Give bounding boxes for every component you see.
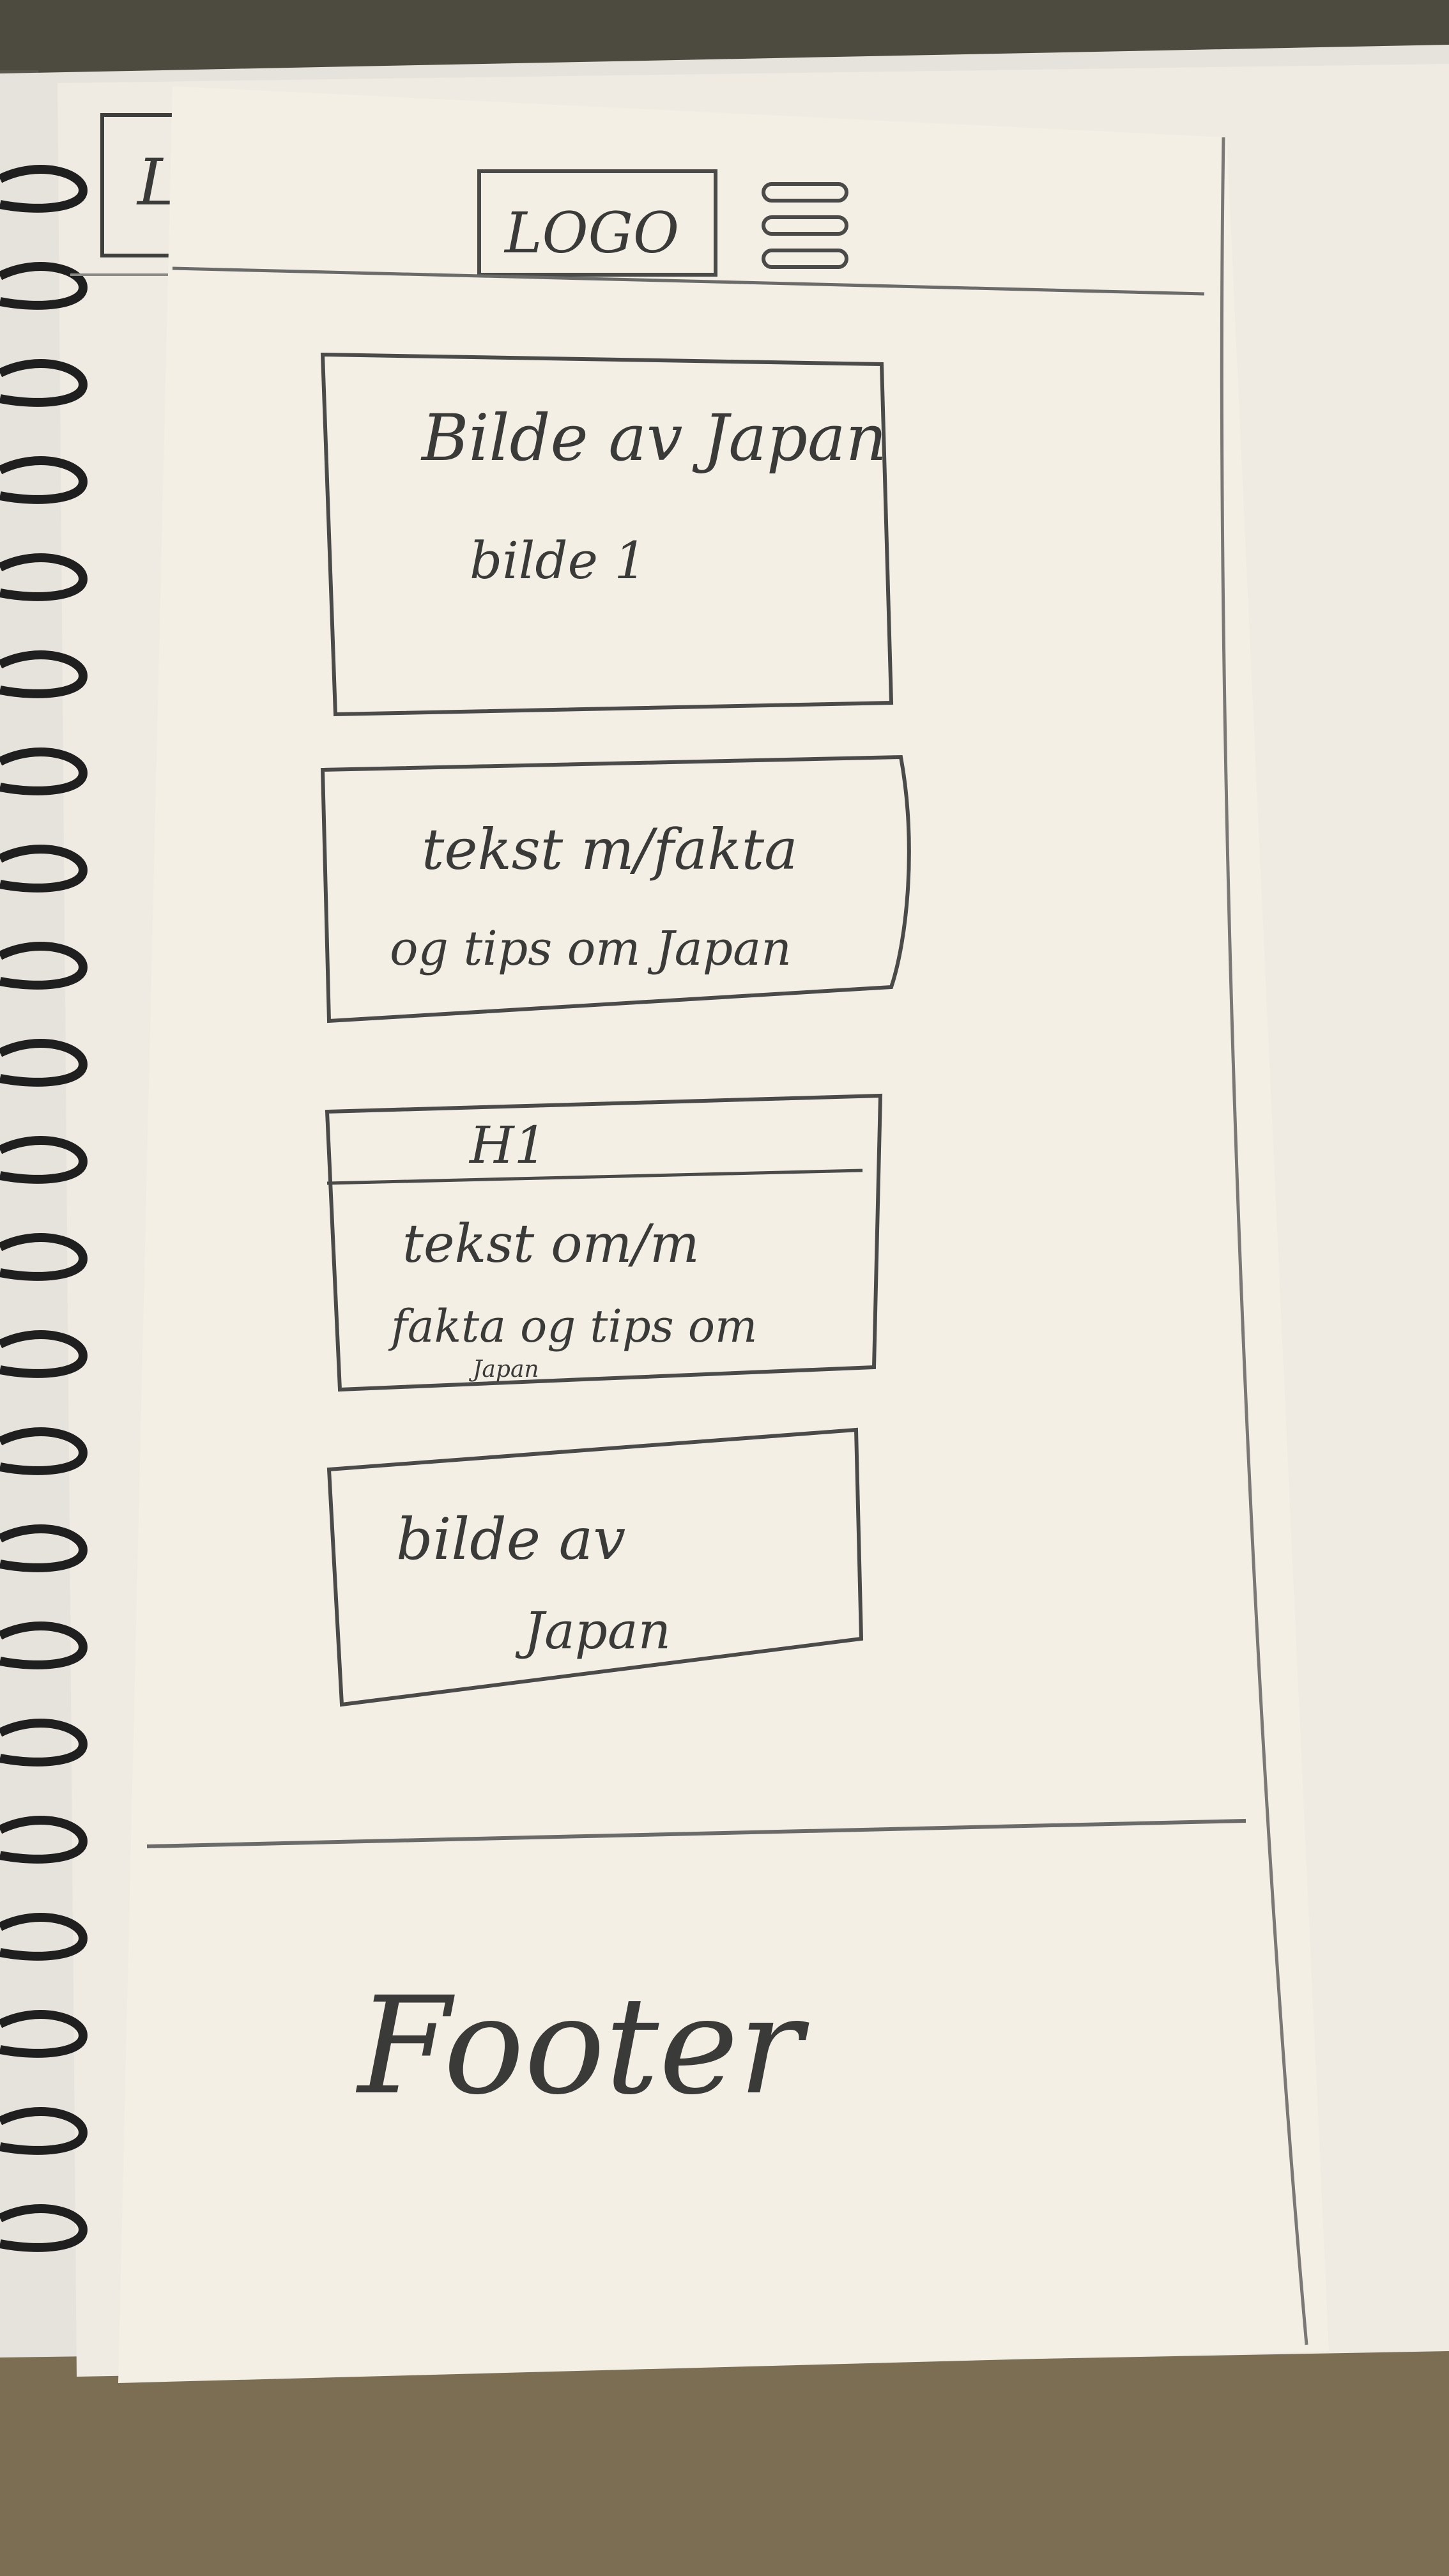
spiral-ring [0,1719,88,1767]
spiral-ring [0,650,88,698]
spiral-ring [0,2204,88,2252]
spiral-ring [0,262,88,310]
card-3-heading: H1 [468,1116,547,1175]
spiral-ring [0,1330,88,1378]
spiral-ring [0,1233,88,1281]
logo-box [477,169,717,277]
footer-label: Footer [355,1968,809,2124]
main-sheet [118,86,1329,2383]
spiral-ring [0,1427,88,1475]
card-2-line-2: og tips om Japan [390,921,792,976]
spiral-ring [0,1816,88,1864]
footer-divider [146,1819,1246,1848]
card-4: bilde av Japan [326,1427,864,1707]
card-2-line-1: tekst m/fakta [422,816,798,882]
card-1-line-2: bilde 1 [470,531,647,590]
spiral-ring [0,942,88,990]
card-3: H1 tekst om/m fakta og tips om Japan [325,1093,883,1392]
spiral-ring [0,456,88,504]
spiral-ring [0,1136,88,1184]
spiral-ring [0,747,88,795]
spiral-ring [0,1039,88,1087]
logo-label: LOGO [503,200,679,266]
spiral-ring [0,2010,88,2058]
spiral-ring [0,1913,88,1961]
spiral-binding [0,165,88,2252]
spiral-ring [0,2107,88,2155]
card-4-line-2: Japan [515,1601,671,1660]
main-sheet-right-edge [1220,137,1308,2345]
header-divider [172,266,1205,296]
spiral-ring [0,1621,88,1669]
card-4-line-1: bilde av [396,1506,625,1573]
card-1: Bilde av Japan bilde 1 [320,352,894,717]
card-3-line-2: fakta og tips om [388,1300,757,1353]
spiral-ring [0,165,88,213]
card-1-line-1: Bilde av Japan [420,401,887,475]
card-2: tekst m/fakta og tips om Japan [320,755,911,1023]
card-3-line-1: tekst om/m [402,1214,700,1275]
hamburger-menu-icon[interactable] [762,182,848,269]
spiral-ring [0,359,88,407]
spiral-ring [0,845,88,893]
spiral-ring [0,1524,88,1572]
spiral-ring [0,553,88,601]
card-3-line-3: Japan [468,1356,539,1383]
